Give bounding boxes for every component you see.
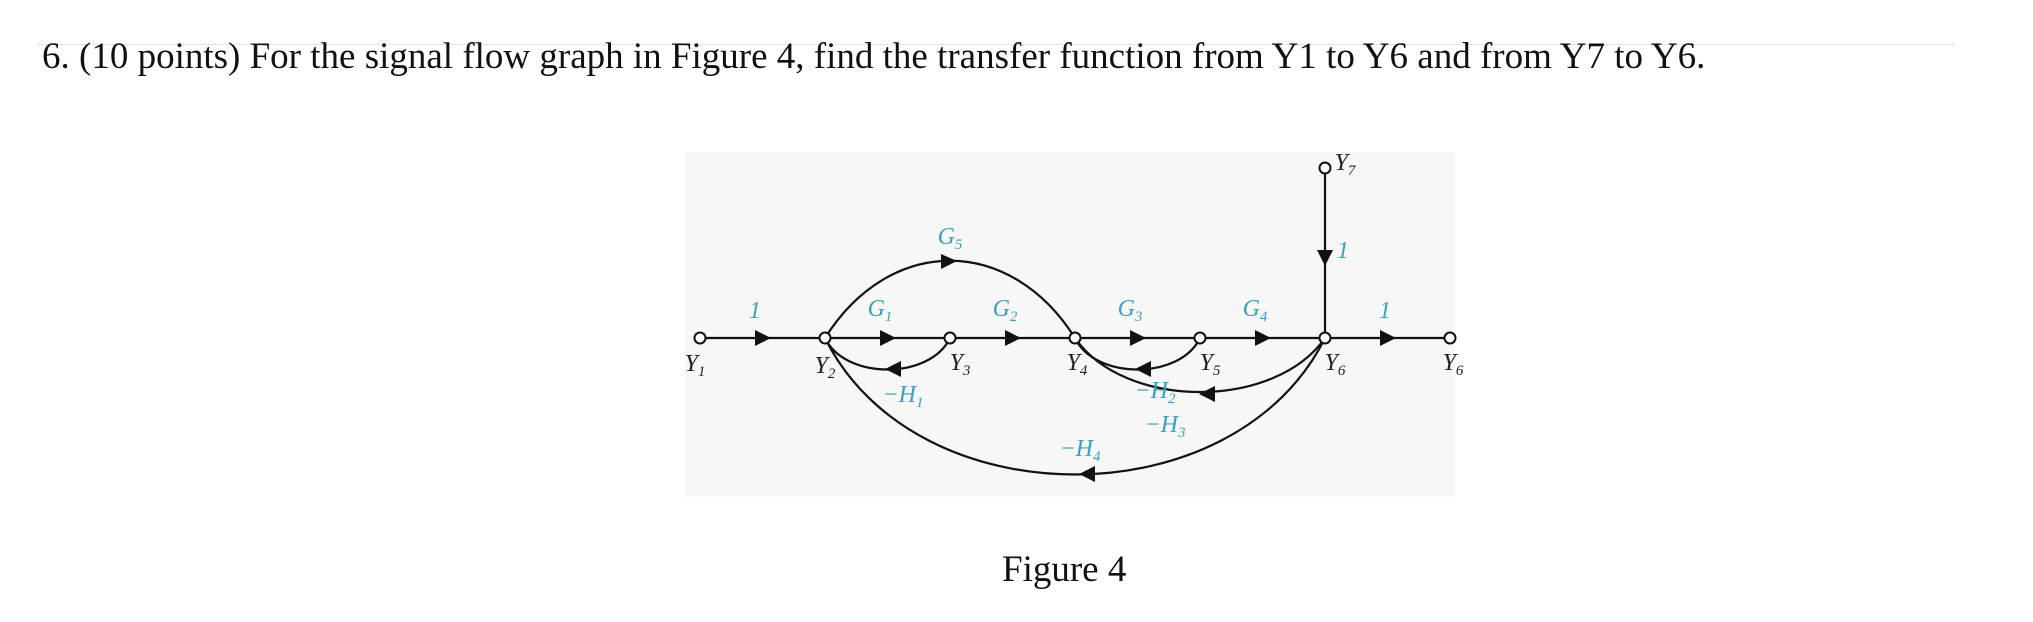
branch-h3 [1074,337,1326,393]
arrow-g2 [1005,330,1021,346]
arrow-g5 [941,254,957,269]
question-text: 6. (10 points) For the signal flow graph… [42,36,1706,77]
arrow-g4 [1255,330,1271,346]
gain-label: −H2 [1134,378,1176,407]
node-y7 [1318,161,1332,175]
arrow-g1 [880,330,896,346]
arrow-h4 [1079,466,1095,482]
gain-label: G4 [1243,296,1268,325]
arrow-g3 [1130,330,1146,346]
arrow-h3 [1199,386,1215,402]
arrow-y7-y6 [1317,250,1333,266]
node-y6 [1318,331,1332,345]
node-label: Y2 [815,353,836,382]
arrow-y6-out [1380,330,1396,346]
gain-label: −H3 [1144,412,1185,441]
node-label: Y6 [1443,350,1464,379]
arrow-y1-y2 [755,330,771,346]
node-y4 [1068,331,1082,345]
node-label: Y1 [685,351,706,380]
node-y3 [943,331,957,345]
node-label: Y5 [1200,350,1221,379]
gain-label: 1 [749,298,761,324]
gain-label: G2 [993,296,1018,325]
arrow-h2 [1135,361,1151,377]
gain-label: G1 [868,296,893,325]
node-y6-out [1443,331,1457,345]
node-y1 [693,331,707,345]
node-label: Y7 [1335,150,1357,179]
gain-label: −H1 [882,382,923,411]
gain-label: 1 [1337,238,1349,264]
figure-caption: Figure 4 [1002,549,1127,590]
node-y5 [1193,331,1207,345]
gain-label: −H4 [1059,436,1101,465]
node-label: Y6 [1325,350,1346,379]
node-label: Y3 [950,350,971,379]
branch-h4 [824,337,1326,476]
node-label: Y4 [1067,350,1088,379]
node-y2 [818,331,832,345]
top-rule [36,44,1956,45]
gain-label: 1 [1379,298,1391,324]
gain-label: G5 [938,224,963,253]
figure-background [685,152,1455,497]
signal-flow-graph: 1 G1 G2 G3 G4 1 G5 −H1 −H2 −H3 −H4 1 Y1 … [685,150,1464,497]
arrow-h1 [885,361,901,377]
gain-label: G3 [1118,296,1143,325]
